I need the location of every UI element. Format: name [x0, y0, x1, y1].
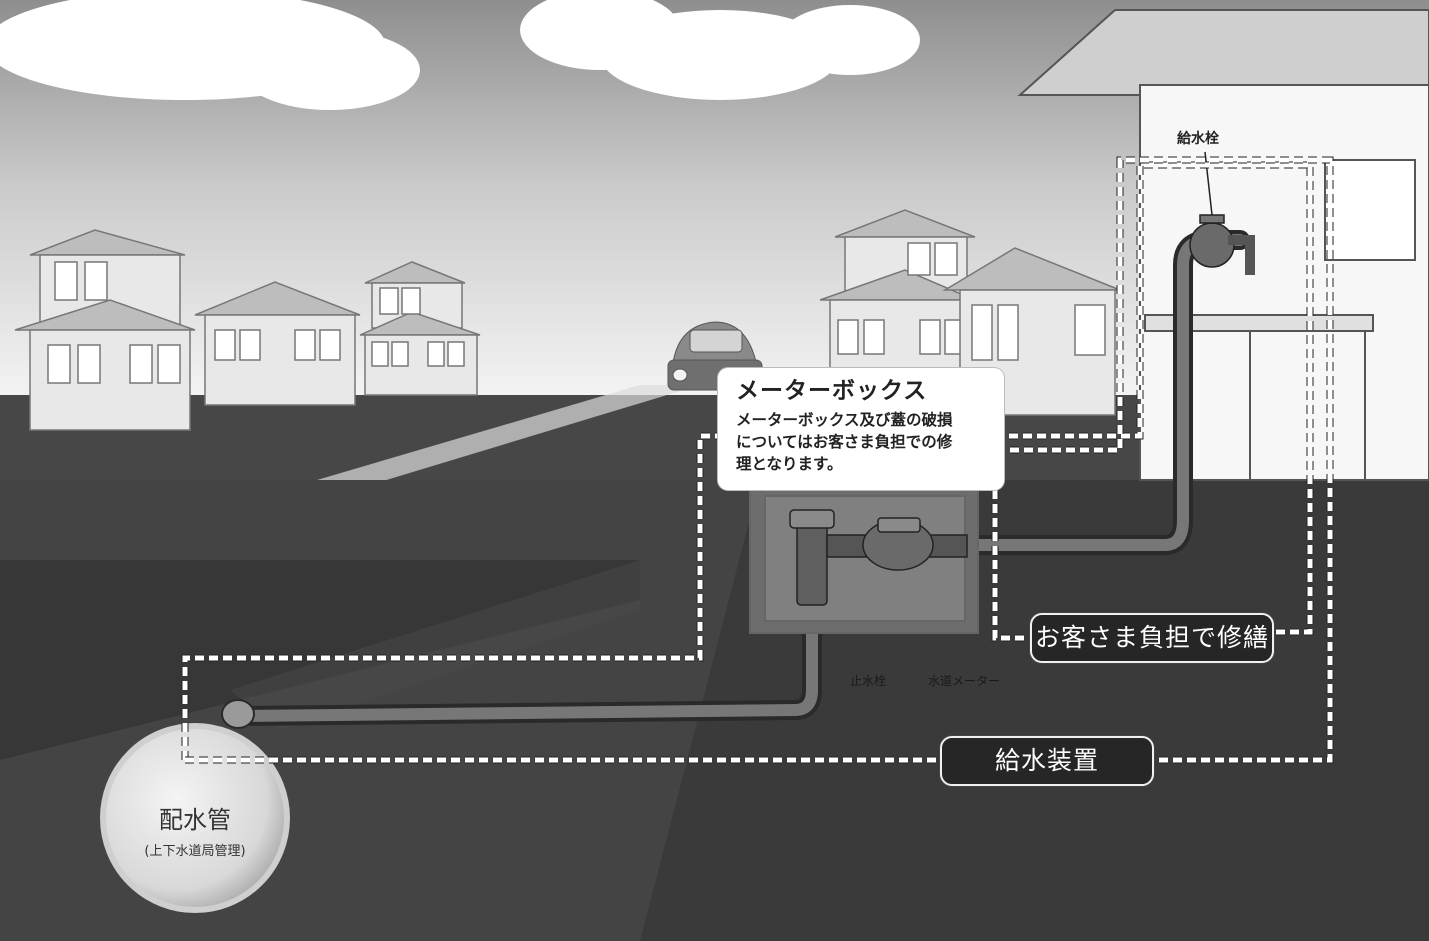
- meter-box: [749, 487, 979, 634]
- car: [667, 321, 763, 391]
- meter-box-line-2: についてはお客さま負担での修: [736, 433, 953, 451]
- faucet-fixture: [1189, 214, 1255, 275]
- road-stripe: [300, 385, 700, 485]
- water-meter: [826, 517, 968, 571]
- boundary-lines: [181, 156, 1334, 764]
- stop-valve-label: 止水栓: [850, 674, 887, 688]
- distribution-pipe-note: (上下水道局管理): [144, 844, 246, 859]
- meter-box-line-1: メーターボックス及び蓋の破損: [736, 411, 953, 429]
- house-left-1: [14, 229, 196, 431]
- water-meter-label: 水道メーター: [928, 674, 1001, 688]
- distribution-pipe-label: 配水管: [159, 806, 231, 834]
- road-surface: [0, 395, 1429, 485]
- stop-valve: [789, 509, 835, 606]
- water-supply-device-label: 給水装置: [940, 736, 1154, 786]
- house-left-3: [359, 261, 481, 396]
- distribution-pipe: [100, 560, 640, 913]
- faucet-label: 給水栓: [1177, 131, 1219, 147]
- meter-box-line-3: 理となります。: [736, 455, 843, 473]
- meter-box-title: メーターボックス: [736, 378, 928, 404]
- meter-box-callout: メーターボックス メーターボックス及び蓋の破損 についてはお客さま負担での修 理…: [718, 368, 1004, 490]
- house-left-2: [194, 281, 361, 406]
- meter-box-description: メーターボックス及び蓋の破損 についてはお客さま負担での修 理となります。: [736, 409, 990, 475]
- main-pipe-shadow: [0, 560, 640, 760]
- clouds: [0, 0, 920, 110]
- customer-repair-label: お客さま負担で修繕: [1030, 613, 1274, 663]
